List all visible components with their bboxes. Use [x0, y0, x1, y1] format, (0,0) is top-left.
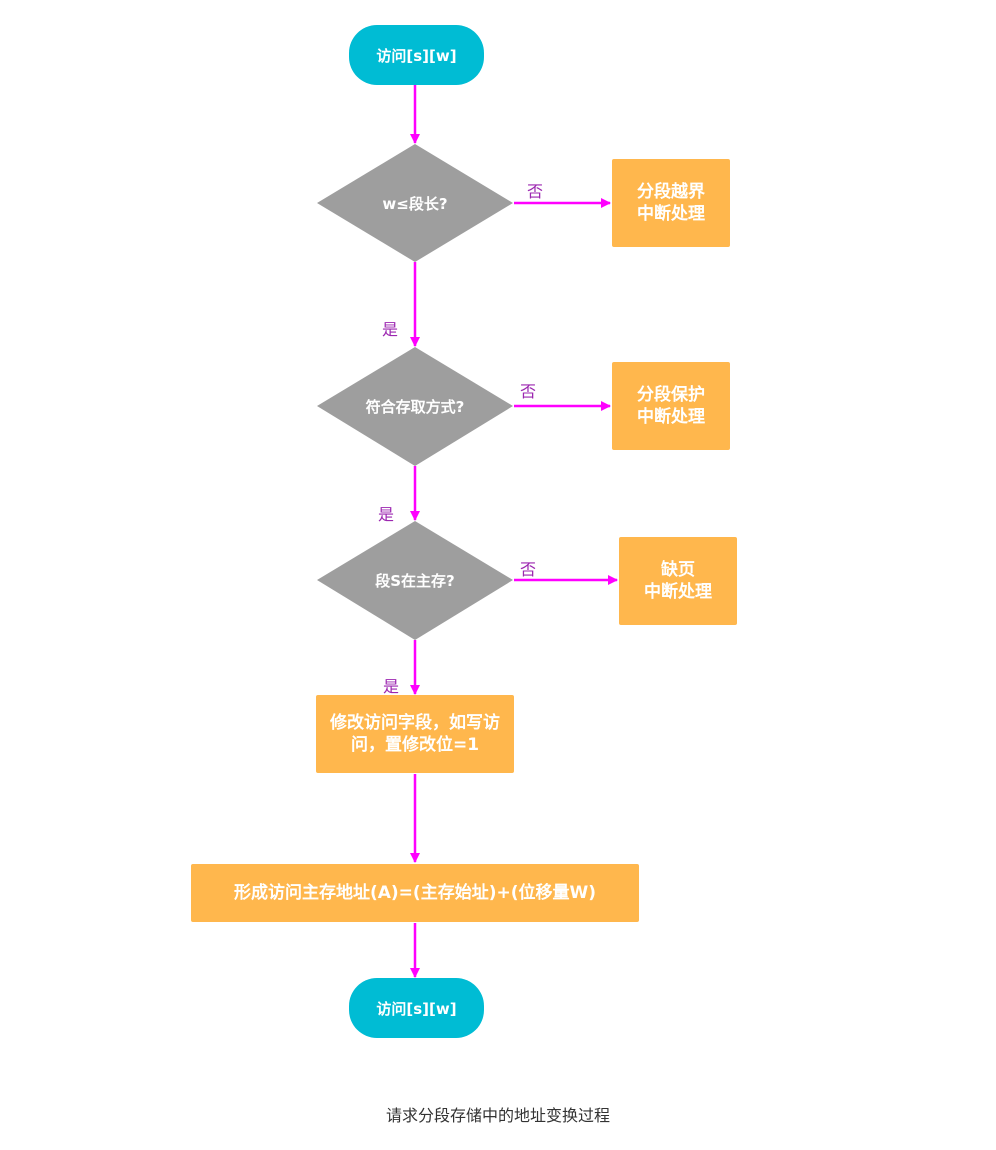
interrupt-label-page-fault: 缺页 中断处理: [644, 560, 712, 602]
start-terminal: 访问[s][w]: [349, 25, 484, 85]
step-label-form-physical-address: 形成访问主存地址(A)=(主存始址)+(位移量W): [233, 883, 596, 903]
interrupt-label-segment-overflow: 分段越界 中断处理: [637, 182, 705, 224]
decision-diamond-2: [317, 347, 513, 466]
edge-label-yes-3: 是: [383, 677, 400, 696]
interrupt-box-segment-protection: 分段保护 中断处理: [612, 362, 730, 450]
step-box-form-physical-address: 形成访问主存地址(A)=(主存始址)+(位移量W): [191, 864, 639, 922]
step-box-update-access-fields: 修改访问字段，如写访 问，置修改位=1: [316, 695, 514, 773]
edge-label-no-2: 否: [520, 382, 537, 401]
interrupt-label-segment-protection: 分段保护 中断处理: [637, 385, 705, 427]
decision-diamond-1: [317, 144, 513, 262]
start-terminal-label: 访问[s][w]: [376, 46, 457, 65]
decision-label-3: 段S在主存?: [375, 571, 455, 590]
edge-label-yes-1: 是: [382, 320, 399, 339]
step-label-update-access-fields: 修改访问字段，如写访 问，置修改位=1: [330, 713, 500, 755]
end-terminal: 访问[s][w]: [349, 978, 484, 1038]
decision-diamond-3: [317, 521, 513, 640]
decision-label-2: 符合存取方式?: [365, 397, 465, 416]
edge-label-yes-2: 是: [378, 505, 395, 524]
edge-label-no-3: 否: [520, 560, 537, 579]
interrupt-box-page-fault: 缺页 中断处理: [619, 537, 737, 625]
end-terminal-label: 访问[s][w]: [376, 999, 457, 1018]
figure-caption: 请求分段存储中的地址变换过程: [385, 1106, 610, 1125]
edge-label-no-1: 否: [527, 182, 544, 201]
decision-label-1: w≤段长?: [382, 194, 448, 213]
interrupt-box-segment-overflow: 分段越界 中断处理: [612, 159, 730, 247]
